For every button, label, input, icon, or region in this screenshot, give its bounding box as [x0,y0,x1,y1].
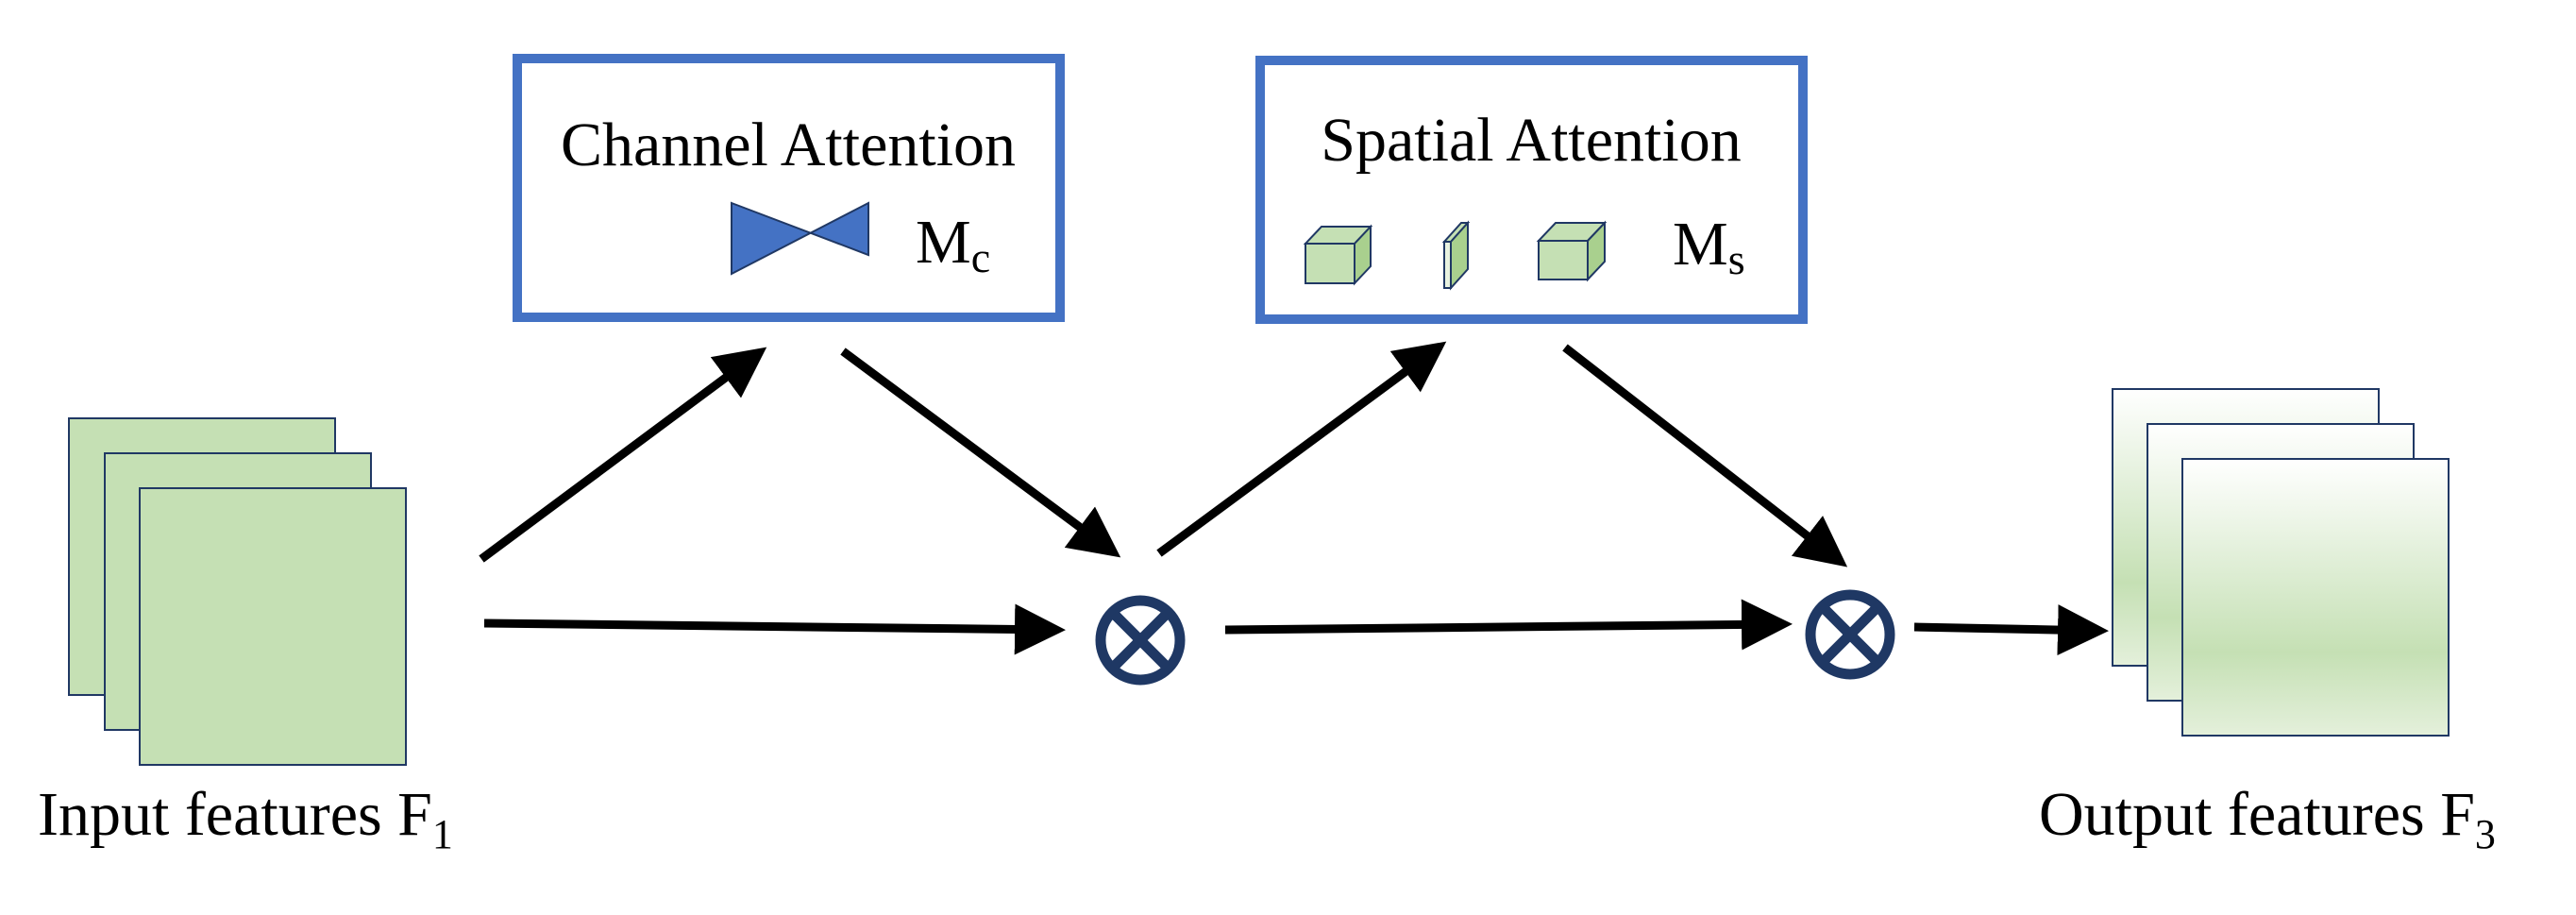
spatial-attention-symbol: Ms [1673,210,1745,283]
arrow-multiply-to-output [1913,604,2109,656]
thin-slab-icon [1441,220,1471,291]
arrow-spatial-attention-to-multiply [1562,344,1848,568]
input-feature-map-front [139,487,407,766]
arrow-input-to-channel-attention [479,347,767,563]
arrow-input-to-multiply [483,603,1066,655]
output-feature-map-front [2181,458,2450,737]
channel-attention-border [513,54,1065,322]
arrow-channel-attention-to-multiply [840,347,1121,558]
channel-attention-symbol: Mc [916,208,990,281]
arrows [479,341,2109,656]
multiply-operator-1 [1095,595,1186,686]
bowtie-icon [731,201,869,276]
channel-attention-title: Channel Attention [561,110,1016,179]
output-feature-stack [2112,388,2450,737]
output-features-label: Output features F3 [2039,780,2496,857]
cube-icon [1536,220,1608,282]
input-features-label: Input features F1 [38,780,453,857]
spatial-attention-title: Spatial Attention [1321,106,1741,175]
input-feature-stack [68,417,407,766]
multiply-operator-2 [1805,589,1895,680]
channel-attention-box: Channel Attention Mc [513,54,1065,322]
arrow-multiply-to-multiply [1224,599,1793,651]
spatial-attention-box: Spatial Attention Ms [1255,56,1808,324]
cube-icon [1303,224,1373,286]
arrow-multiply-to-spatial-attention [1156,341,1447,557]
